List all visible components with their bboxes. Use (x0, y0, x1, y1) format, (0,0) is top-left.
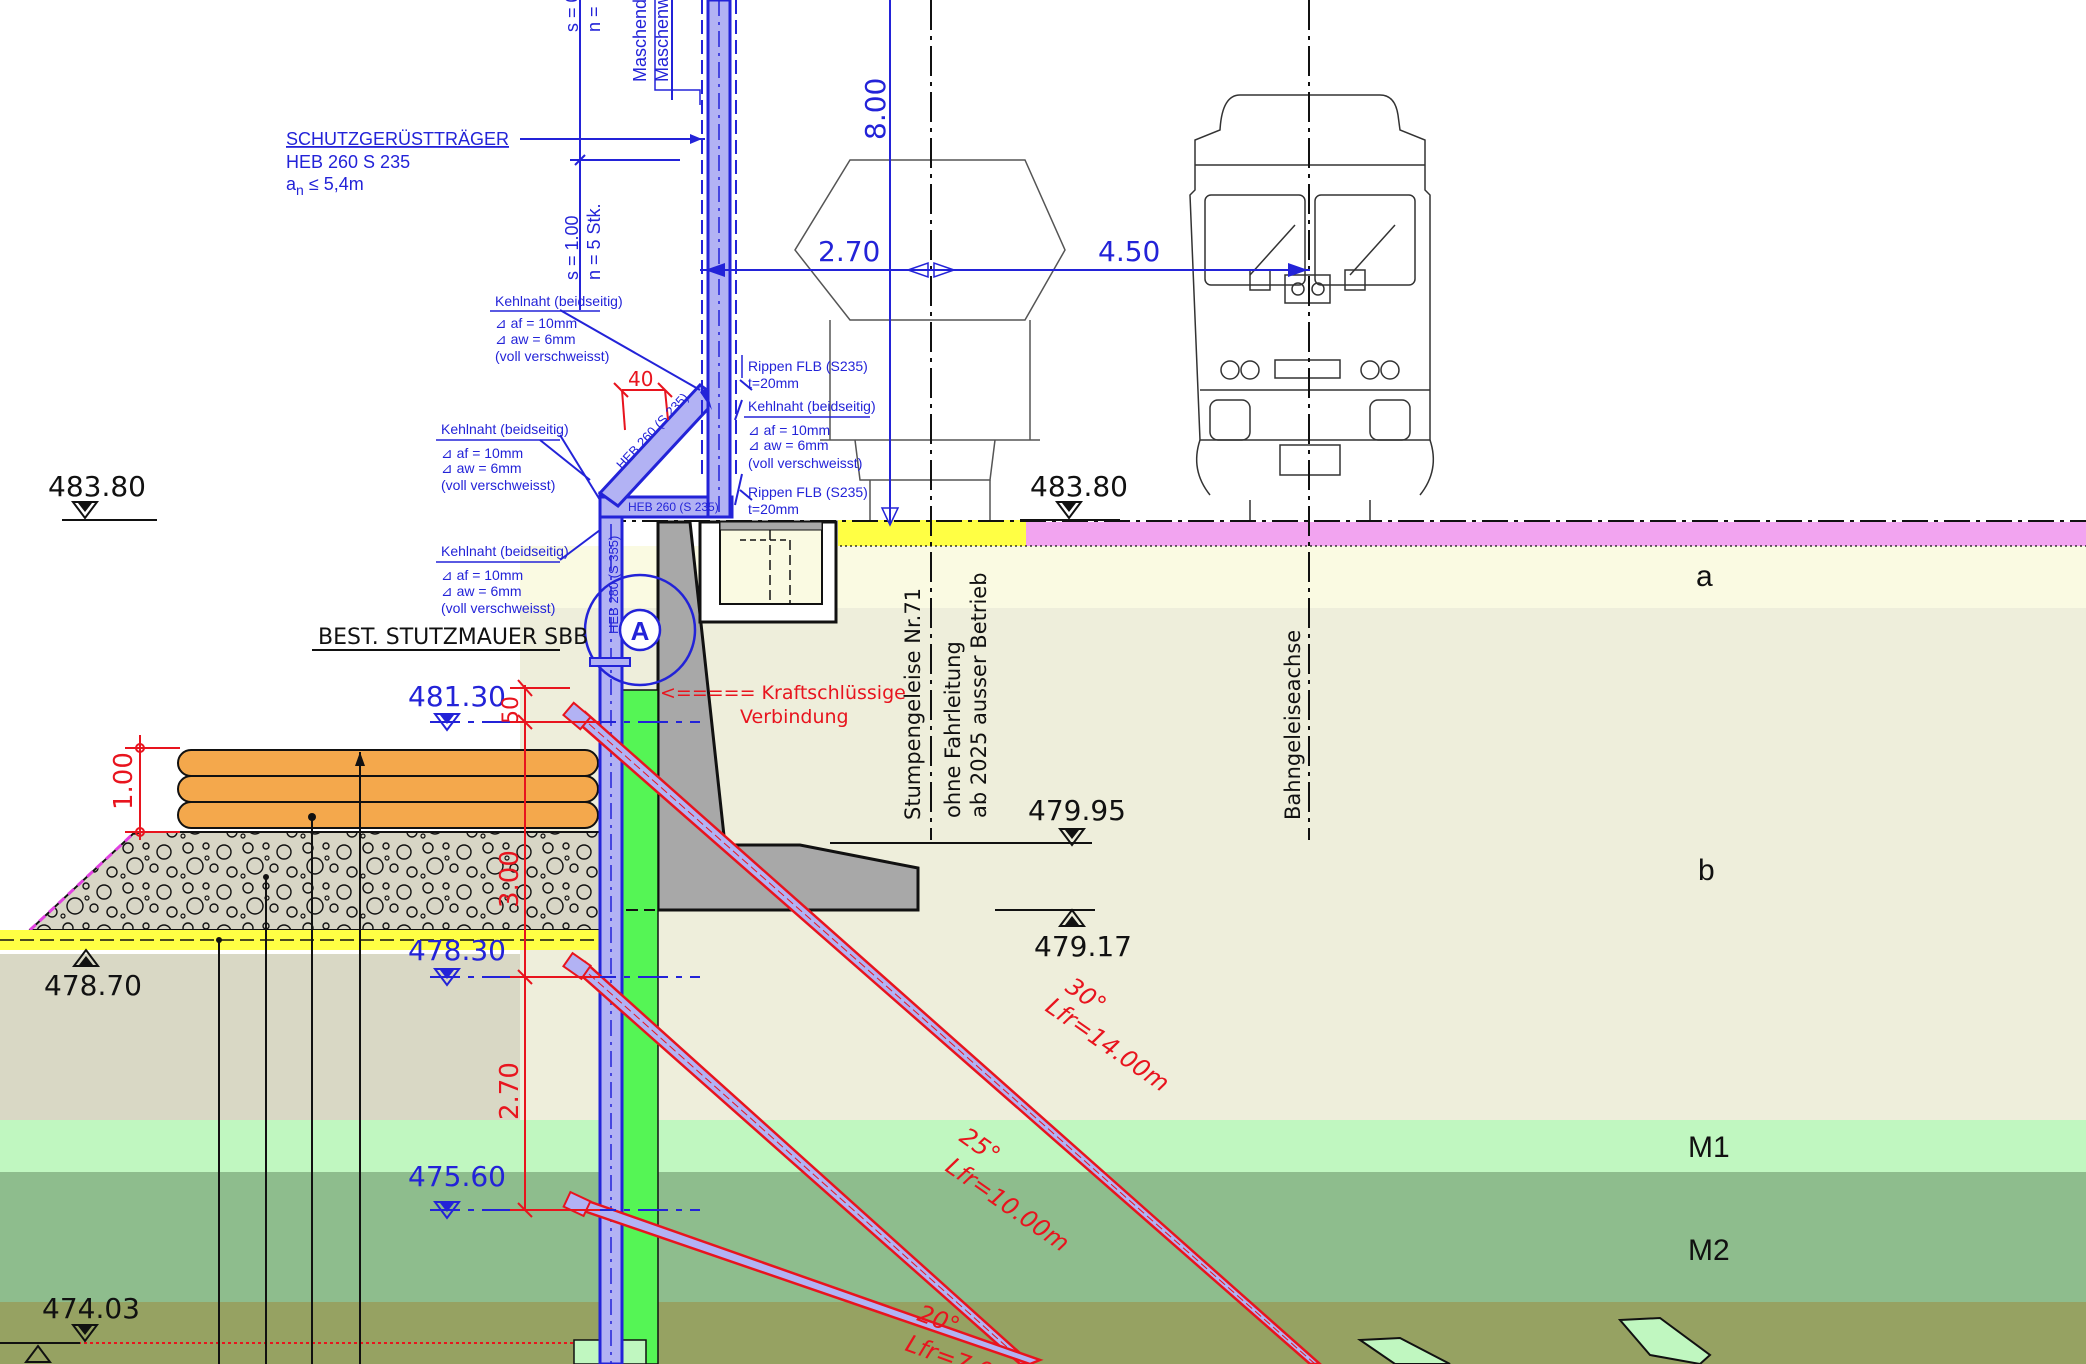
track-label-3: ab 2025 ausser Betrieb (967, 572, 991, 818)
beam-label-column: HEB 280 (S 355) (606, 536, 621, 634)
svg-text:t=20mm: t=20mm (748, 501, 799, 517)
elevation-top-left: 483.80 (48, 470, 146, 503)
svg-text:⊿ af = 10mm: ⊿ af = 10mm (748, 422, 830, 438)
dim-40: 40 (628, 367, 653, 391)
track-pink-strip (1026, 522, 2086, 546)
svg-text:⊿ aw = 6mm: ⊿ aw = 6mm (748, 437, 829, 453)
svg-text:⊿ af = 10mm: ⊿ af = 10mm (441, 567, 523, 583)
detail-a-label: A (631, 616, 650, 646)
svg-text:⊿ aw = 6mm: ⊿ aw = 6mm (441, 583, 522, 599)
track-label-1: Stumpengeleise Nr.71 (901, 588, 925, 820)
axis-label: Bahngeleiseachse (1281, 630, 1305, 820)
weld-note-3: Kehlnaht (beidseitig) ⊿ af = 10mm ⊿ aw =… (436, 543, 569, 616)
detail-a-label-circle (618, 608, 662, 652)
dim-3-00: 3.00 (495, 850, 525, 908)
retaining-wall (656, 520, 920, 912)
svg-text:⊿ aw = 6mm: ⊿ aw = 6mm (495, 331, 576, 347)
mesh-label-2: Maschenw (652, 0, 672, 82)
dim-2-70-top: 2.70 (818, 235, 880, 268)
svg-text:Kehlnaht (beidseitig): Kehlnaht (beidseitig) (748, 398, 876, 414)
spacing-s0: s = 0 (562, 0, 582, 32)
spacing-s100: s = 1.00 (562, 215, 582, 280)
dim-1-00: 1.00 (109, 752, 139, 810)
detail-a-circle (583, 573, 697, 687)
svg-text:(voll verschweisst): (voll verschweisst) (495, 348, 609, 364)
layer-b-left (520, 940, 2086, 1120)
kraft-line-1: <===== Kraftschlüssige (660, 682, 906, 704)
elevation-474-03: 474.03 (42, 1292, 140, 1325)
dim-8-00: 8.00 (859, 78, 892, 140)
svg-text:(voll verschweisst): (voll verschweisst) (441, 600, 555, 616)
svg-text:Kehlnaht (beidseitig): Kehlnaht (beidseitig) (441, 543, 569, 559)
leader-lines (218, 752, 361, 1364)
weld-note-2: Kehlnaht (beidseitig) ⊿ af = 10mm ⊿ aw =… (436, 421, 569, 493)
anchors (562, 701, 1712, 1364)
dim-50: 50 (499, 696, 524, 724)
schutz-line3: an ≤ 5,4m (286, 174, 364, 198)
elevation-479-17: 479.17 (1034, 930, 1132, 963)
svg-text:Rippen FLB (S235): Rippen FLB (S235) (748, 358, 868, 374)
layer-label-m1: M1 (1688, 1131, 1730, 1164)
elevation-markers (24, 501, 1086, 1363)
spacing-n5: n = 5 Stk. (584, 203, 604, 280)
elevation-481-30: 481.30 (408, 680, 506, 713)
elevation-478-30: 478.30 (408, 934, 506, 967)
rib-note-2: Rippen FLB (S235) t=20mm (748, 484, 868, 517)
svg-text:t=20mm: t=20mm (748, 375, 799, 391)
mesh-label-1: Maschend (630, 0, 650, 82)
svg-text:(voll verschweisst): (voll verschweisst) (441, 477, 555, 493)
horizontal-beam (598, 495, 734, 519)
schutz-title: SCHUTZGERÜSTTRÄGER (286, 129, 509, 149)
svg-text:Rippen FLB (S235): Rippen FLB (S235) (748, 484, 868, 500)
weld-note-1: Kehlnaht (beidseitig) ⊿ af = 10mm ⊿ aw =… (490, 293, 623, 364)
svg-text:Kehlnaht (beidseitig): Kehlnaht (beidseitig) (495, 293, 623, 309)
pipe-bundle (177, 749, 599, 829)
layer-label-a: a (1696, 560, 1713, 593)
diagonal-beam (597, 383, 721, 508)
wall-label: BEST. STUTZMAUER SBB (318, 625, 588, 650)
drainage-box (698, 520, 838, 624)
svg-text:(voll verschweisst): (voll verschweisst) (748, 455, 862, 471)
layer-label-m2: M2 (1688, 1234, 1730, 1267)
blue-dimensions (430, 0, 1310, 1211)
svg-text:⊿ af = 10mm: ⊿ af = 10mm (495, 315, 577, 331)
elevation-479-95: 479.95 (1028, 794, 1126, 827)
spacing-n0: n = (584, 6, 604, 32)
layer-bottom (0, 1302, 2086, 1364)
soil-layers (0, 546, 2086, 1364)
weld-note-4: Kehlnaht (beidseitig) ⊿ af = 10mm ⊿ aw =… (744, 398, 876, 471)
beam-label-horizontal: HEB 260 (S 235) (628, 500, 719, 514)
elevation-475-60: 475.60 (408, 1160, 506, 1193)
kraft-line-2: Verbindung (740, 706, 849, 728)
elevation-478-70: 478.70 (44, 969, 142, 1002)
dim-2-70-low: 2.70 (495, 1062, 525, 1120)
svg-text:Kehlnaht (beidseitig): Kehlnaht (beidseitig) (441, 421, 569, 437)
svg-text:⊿ af = 10mm: ⊿ af = 10mm (441, 445, 523, 461)
train-front-right (1189, 94, 1435, 520)
track-label-2: ohne Fahrleitung (941, 641, 965, 818)
rib-note-1: Rippen FLB (S235) t=20mm (741, 355, 868, 391)
layer-label-b: b (1698, 854, 1715, 887)
dim-4-50: 4.50 (1098, 235, 1160, 268)
layer-m2 (0, 1172, 2086, 1302)
schutz-line2: HEB 260 S 235 (286, 152, 410, 172)
elevation-top-right: 483.80 (1030, 470, 1128, 503)
svg-text:⊿ aw = 6mm: ⊿ aw = 6mm (441, 460, 522, 476)
